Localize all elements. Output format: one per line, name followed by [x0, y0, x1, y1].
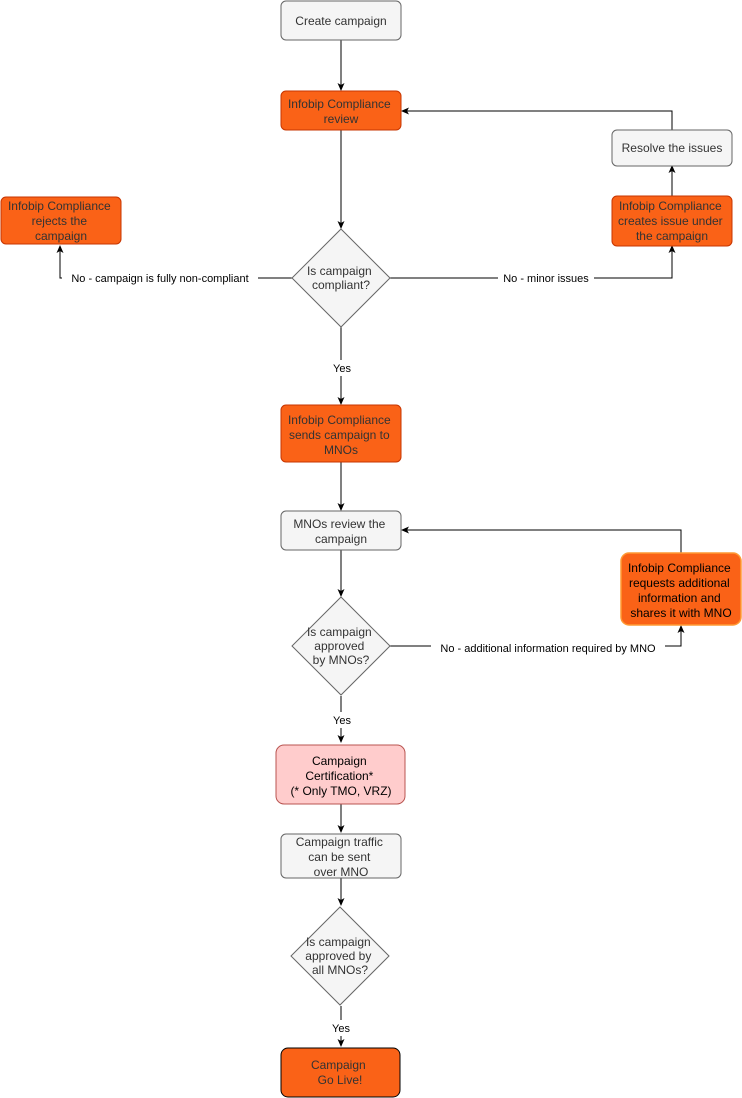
decision-approved-all-line: approved by	[305, 949, 371, 963]
node-certification-line: Campaign	[312, 754, 367, 768]
svg-text:Campaign Certification: Campaign Certification* (* Only TMO, VRZ…	[290, 754, 391, 798]
svg-text:Infobip Compliance sen: Infobip Compliance sends campaign to MNO…	[288, 413, 394, 457]
node-compliance-review-line: review	[324, 112, 359, 126]
edge-resolve-to-review	[401, 107, 673, 130]
node-certification-line: (* Only TMO, VRZ)	[290, 784, 391, 798]
node-sends-to-mnos-line: MNOs	[324, 443, 358, 457]
decision-approved-by-mnos-line: Is campaign	[307, 625, 372, 639]
node-resolve-issues: Resolve the issues	[611, 129, 733, 167]
edge-labels: No - campaign is fully non-compliant No …	[62, 270, 665, 1036]
edge-requests-to-mnos-review	[401, 526, 682, 553]
decision-is-compliant-line: Is campaign	[307, 264, 372, 278]
node-certification: Campaign Certification* (* Only TMO, VRZ…	[275, 744, 406, 805]
edge-label-non-compliant: No - campaign is fully non-compliant	[71, 273, 248, 285]
node-traffic-line: can be sent	[308, 850, 371, 864]
edge-label-yes-approved: Yes	[333, 715, 351, 727]
node-compliance-review-line: Infobip Compliance	[288, 97, 391, 111]
node-traffic-line: over MNO	[314, 865, 369, 879]
svg-text:Is campaign approved: Is campaign approved by MNOs?	[307, 625, 375, 667]
node-mnos-review-line: MNOs review the	[293, 517, 385, 531]
svg-text:Infobip Compliance rev: Infobip Compliance review	[288, 97, 394, 126]
node-mnos-review-line: campaign	[315, 532, 367, 546]
node-sends-to-mnos: Infobip Compliance sends campaign to MNO…	[280, 404, 402, 463]
edge-minor-issues-to-creates-issue	[390, 245, 676, 279]
node-create-campaign: Create campaign	[280, 0, 402, 41]
decision-is-compliant-line: compliant?	[312, 278, 370, 292]
svg-text:Resolve the issues: Resolve the issues	[622, 141, 723, 155]
node-go-live-line: Go Live!	[318, 1073, 363, 1087]
edge-label-additional-info: No - additional information required by …	[440, 643, 656, 655]
node-requests-info: Infobip Compliance requests additional i…	[620, 552, 742, 626]
decision-approved-all-line: all MNOs?	[312, 963, 368, 977]
node-sends-to-mnos-line: sends campaign to	[289, 428, 390, 442]
svg-text:Infobip Compliance rej: Infobip Compliance rejects the campaign	[8, 199, 114, 243]
edge-label-yes-all: Yes	[332, 1023, 350, 1035]
node-resolve-issues-label: Resolve the issues	[622, 141, 723, 155]
svg-text:Is campaign compliant?: Is campaign compliant?	[307, 264, 375, 292]
node-rejects-line: rejects the	[32, 214, 88, 228]
decision-approved-by-mnos-line: by MNOs?	[313, 653, 370, 667]
svg-text:Infobip Compliance req: Infobip Compliance requests additional i…	[628, 561, 734, 620]
svg-text:Campaign Go Live!: Campaign Go Live!	[311, 1058, 369, 1087]
svg-text:Create campaign: Create campaign	[295, 14, 386, 28]
node-go-live-line: Campaign	[311, 1058, 366, 1072]
node-requests-info-line: requests additional	[629, 576, 730, 590]
decision-approved-by-mnos-line: approved	[314, 639, 364, 653]
node-requests-info-line: Infobip Compliance	[628, 561, 731, 575]
node-compliance-review: Infobip Compliance review	[280, 90, 402, 131]
node-creates-issue-line: the campaign	[636, 229, 708, 243]
node-mnos-review: MNOs review the campaign	[280, 510, 402, 551]
node-certification-line: Certification*	[305, 769, 373, 783]
node-requests-info-line: shares it with MNO	[630, 606, 731, 620]
node-creates-issue-line: creates issue under	[618, 214, 723, 228]
node-rejects-campaign: Infobip Compliance rejects the campaign	[0, 196, 122, 245]
decision-approved-by-mnos: Is campaign approved by MNOs?	[291, 596, 391, 696]
node-rejects-line: Infobip Compliance	[8, 199, 111, 213]
node-requests-info-line: information and	[638, 591, 721, 605]
decision-approved-all-line: Is campaign	[306, 935, 371, 949]
svg-text:MNOs review the campai: MNOs review the campaign	[293, 517, 388, 546]
node-rejects-line: campaign	[35, 229, 87, 243]
node-creates-issue-line: Infobip Compliance	[619, 199, 722, 213]
node-create-campaign-label: Create campaign	[295, 14, 386, 28]
edge-label-yes-compliant: Yes	[333, 363, 351, 375]
svg-text:Is campaign approved b: Is campaign approved by all MNOs?	[305, 935, 374, 977]
svg-text:Infobip Compliance cre: Infobip Compliance creates issue under t…	[618, 199, 726, 243]
decision-approved-all: Is campaign approved by all MNOs?	[290, 906, 390, 1006]
node-go-live: Campaign Go Live!	[280, 1047, 401, 1098]
node-creates-issue: Infobip Compliance creates issue under t…	[611, 195, 733, 247]
node-traffic: Campaign traffic can be sent over MNO	[280, 833, 402, 879]
edge-label-minor-issues: No - minor issues	[503, 273, 589, 285]
svg-text:Campaign traffic can b: Campaign traffic can be sent over MNO	[296, 835, 387, 879]
decision-is-compliant: Is campaign compliant?	[291, 228, 391, 328]
node-sends-to-mnos-line: Infobip Compliance	[288, 413, 391, 427]
node-traffic-line: Campaign traffic	[296, 835, 383, 849]
